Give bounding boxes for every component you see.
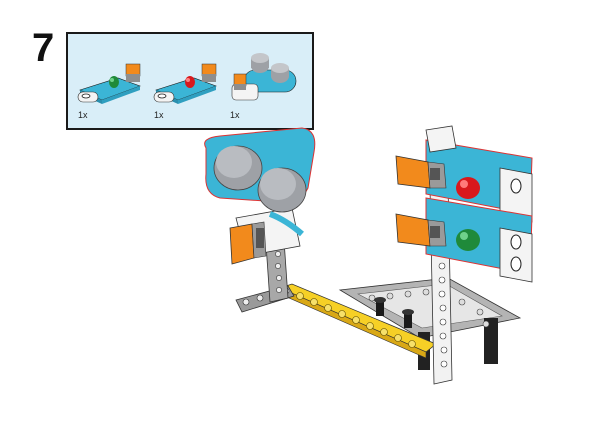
assembly-illustration [190,118,550,398]
parts-list-panel: 1x 1x 1x [66,32,314,130]
red-led-module-icon [153,63,217,104]
part-red-led-module: 1x [150,40,222,126]
green-led-module-icon [77,63,141,104]
ultrasonic-sensor-icon [231,53,297,101]
step-number: 7 [32,26,55,70]
traffic-light-assembly-icon [204,125,533,385]
part-qty: 1x [230,110,240,120]
part-qty: 1x [154,110,164,120]
part-qty: 1x [78,110,88,120]
part-ultrasonic-sensor-module: 1x [226,40,298,126]
part-green-led-module: 1x [74,40,146,126]
